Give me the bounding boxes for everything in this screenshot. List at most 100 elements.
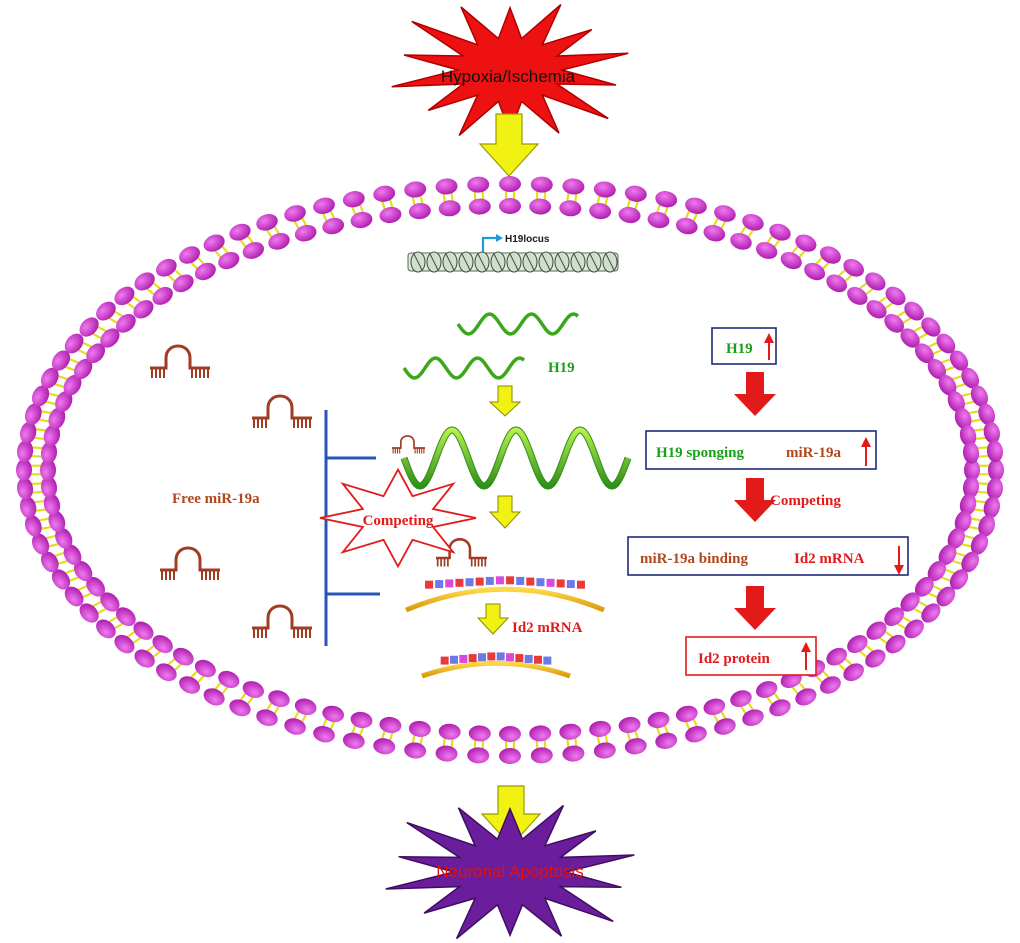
lipid-head — [655, 732, 678, 749]
lipid-head — [86, 576, 106, 597]
mrna-bead — [445, 579, 454, 588]
lipid-head — [970, 385, 989, 407]
lipid-head — [19, 496, 37, 519]
lipid-head — [203, 234, 225, 252]
lipid-head — [559, 723, 582, 740]
lipid-head — [914, 576, 934, 597]
lipid-head — [268, 690, 290, 707]
step-h19-text: H19 — [726, 341, 753, 357]
lipid-head — [499, 748, 521, 764]
id2-mrna-strand — [405, 576, 605, 613]
step-sponging-box — [645, 430, 877, 470]
trigger-to-cell-arrow — [478, 113, 540, 177]
competing-star-shape — [319, 467, 477, 569]
pathway-panel: H19 H19 sponging miR-19a Competing miR-1… — [627, 327, 909, 676]
lipid-head — [229, 699, 251, 717]
lipid-head — [562, 745, 585, 762]
lipid-head — [350, 711, 373, 729]
lipid-head — [865, 272, 886, 291]
mrna-bead — [516, 576, 525, 585]
mrna-bead — [566, 580, 575, 589]
lipid-head — [114, 634, 135, 654]
lipid-head — [16, 440, 34, 463]
lipid-head — [242, 242, 264, 259]
lipid-head — [820, 246, 841, 264]
lipid-head — [31, 385, 50, 407]
lipid-head — [468, 198, 491, 215]
lipid-head — [438, 200, 461, 217]
mrna-bead — [475, 577, 484, 586]
lipid-head — [961, 551, 980, 573]
lipid-head — [16, 477, 34, 500]
lipid-head — [685, 197, 707, 214]
h19-label: H19 — [548, 360, 575, 376]
lipid-head — [914, 343, 934, 364]
h19-transcript-2 — [402, 356, 526, 380]
lipid-head — [954, 510, 972, 533]
lipid-head — [194, 659, 216, 678]
step-protein-box — [685, 636, 817, 676]
lipid-head — [954, 407, 972, 430]
mirna-hairpin — [252, 394, 312, 428]
h19-transcript-1 — [456, 312, 580, 336]
lipid-head — [172, 647, 194, 666]
mrna-bead — [496, 652, 505, 661]
step-binding-text: miR-19a binding — [640, 551, 748, 567]
lipid-head — [961, 367, 980, 389]
mirna-hairpin — [392, 435, 426, 454]
lipid-head — [51, 569, 71, 590]
lipid-head — [936, 586, 956, 607]
lipid-head — [655, 191, 678, 208]
lipid-head — [949, 350, 969, 371]
mrna-bead — [524, 654, 533, 663]
lipid-head — [959, 493, 977, 516]
lipid-head — [938, 544, 957, 566]
lipid-head — [229, 223, 251, 241]
lipid-head — [986, 477, 1004, 500]
lipid-head — [51, 350, 71, 371]
lipid-head — [730, 233, 752, 250]
lipid-head — [904, 619, 924, 639]
h19-helix — [400, 426, 632, 490]
lipid-head — [742, 709, 764, 727]
lipid-head — [927, 358, 946, 380]
lipid-head — [256, 709, 278, 727]
mrna-bead — [576, 580, 585, 589]
lipid-head — [152, 635, 173, 654]
mirna-binding-bracket — [324, 410, 380, 646]
mrna-bead — [450, 655, 458, 664]
lipid-head — [55, 391, 73, 413]
lipid-head — [40, 476, 58, 499]
lipid-head — [74, 358, 93, 380]
cell-membrane — [16, 176, 1004, 764]
lipid-head — [116, 313, 136, 333]
lipid-head — [675, 217, 698, 235]
lipid-head — [284, 205, 306, 222]
lipid-head — [294, 224, 317, 242]
apoptosis-outcome: Neuronal Apoptosis — [385, 804, 635, 940]
lipid-head — [467, 176, 490, 193]
transcription-start-arrow — [481, 236, 496, 252]
mrna-bead — [425, 580, 434, 589]
lipid-head — [529, 198, 552, 215]
lipid-head — [624, 185, 647, 202]
lipid-head — [795, 234, 817, 252]
lipid-head — [313, 726, 335, 743]
lipid-head — [342, 191, 365, 208]
lipid-head — [562, 178, 585, 195]
pathway-arrow-1 — [734, 372, 776, 416]
id2-mrna-degraded — [421, 652, 571, 679]
lipid-head — [826, 647, 848, 666]
lipid-head — [647, 211, 670, 229]
mirna-hairpin — [150, 344, 210, 378]
lipid-head — [900, 328, 920, 348]
lipid-head — [468, 725, 491, 742]
lipid-head — [685, 726, 707, 743]
lipid-head — [31, 533, 50, 555]
lipid-head — [589, 720, 612, 737]
lipid-head — [156, 258, 177, 277]
lipid-head — [499, 726, 521, 742]
lipid-head — [203, 688, 225, 706]
lipid-head — [79, 317, 99, 337]
lipid-head — [530, 747, 553, 764]
